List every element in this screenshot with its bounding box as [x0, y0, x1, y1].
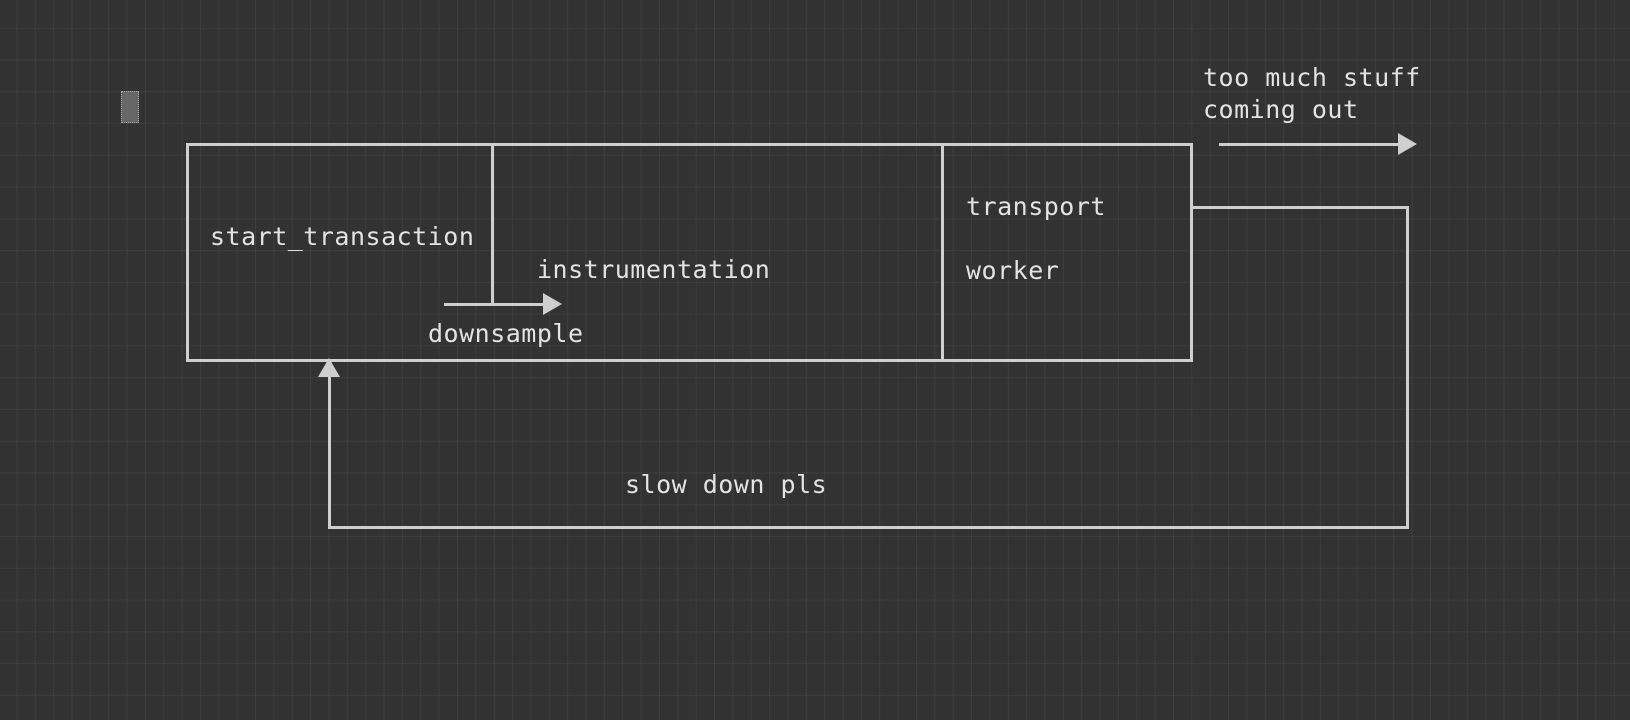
label-too-much-stuff[interactable]: too much stuff — [1203, 63, 1421, 92]
output-arrow-shaft — [1219, 143, 1401, 146]
transport-worker-left-edge — [941, 143, 944, 362]
label-start-transaction[interactable]: start_transaction — [210, 222, 475, 251]
outer-box-top-edge — [186, 143, 1193, 146]
label-transport[interactable]: transport — [966, 192, 1106, 221]
downsample-arrow-shaft — [444, 303, 546, 306]
feedback-loop-right-segment — [1406, 206, 1409, 529]
label-coming-out[interactable]: coming out — [1203, 95, 1359, 124]
label-downsample[interactable]: downsample — [428, 319, 584, 348]
instrumentation-divider-line — [491, 143, 494, 305]
feedback-loop-left-segment — [328, 375, 331, 526]
output-arrow-head — [1398, 133, 1417, 155]
feedback-loop-bottom-segment — [328, 526, 1409, 529]
label-slow-down-pls[interactable]: slow down pls — [625, 470, 828, 499]
outer-box-left-edge — [186, 143, 189, 362]
text-cursor-cell[interactable] — [121, 91, 139, 123]
outer-box-bottom-edge — [186, 359, 1193, 362]
downsample-arrow-head — [543, 293, 562, 315]
label-instrumentation[interactable]: instrumentation — [537, 255, 771, 284]
outer-box-right-edge — [1190, 143, 1193, 362]
label-worker[interactable]: worker — [966, 256, 1060, 285]
feedback-loop-top-segment — [1190, 206, 1409, 209]
feedback-loop-arrow-head — [318, 358, 340, 377]
